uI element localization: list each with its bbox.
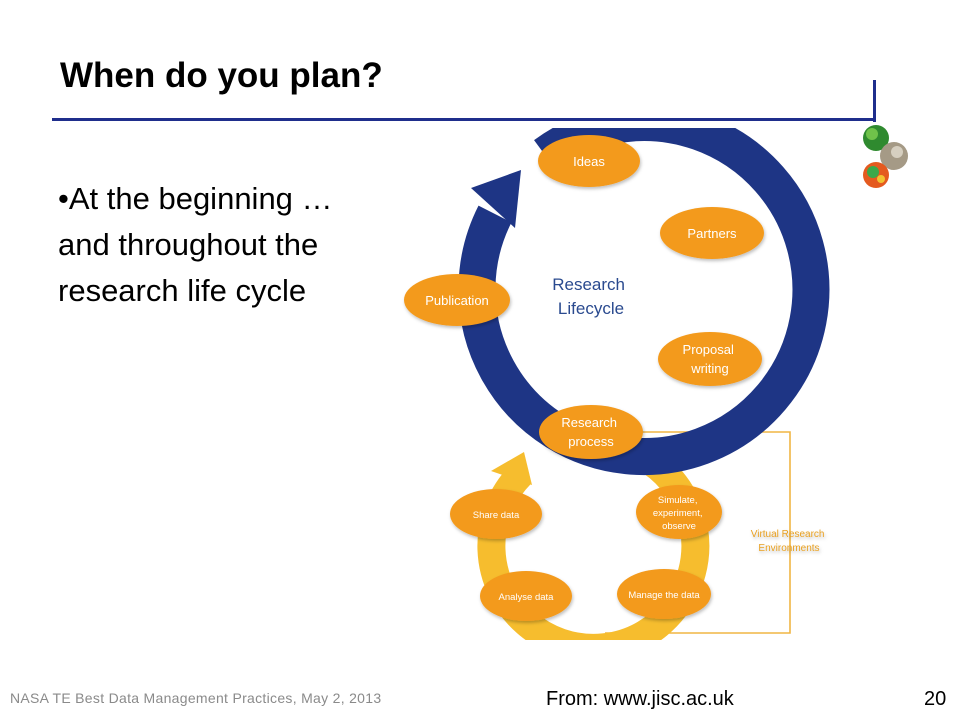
svg-text:Simulate, experiment,: Simulate, experiment, observe xyxy=(653,495,705,532)
node-partners: Partners xyxy=(660,207,764,259)
svg-text:Research process: Research process xyxy=(561,415,620,449)
svg-text:Analyse data: Analyse data xyxy=(499,592,555,603)
outer-cycle-arrowhead xyxy=(471,170,521,228)
vre-label: Virtual Research Environments xyxy=(751,529,828,554)
slide-title: When do you plan? xyxy=(60,56,383,95)
node-ideas: Ideas xyxy=(538,135,640,187)
slide-footer: NASA TE Best Data Management Practices, … xyxy=(10,690,382,706)
title-underline xyxy=(52,118,876,121)
page-number: 20 xyxy=(924,688,947,710)
node-manage-the-data: Manage the data xyxy=(617,569,711,619)
title-rule-vertical xyxy=(873,80,876,122)
svg-text:Manage the data: Manage the data xyxy=(628,590,700,601)
research-lifecycle-diagram: Research Lifecycle Ideas Partners Propos… xyxy=(404,128,830,640)
bullet-line: research life cycle xyxy=(58,273,307,308)
svg-text:Share data: Share data xyxy=(473,510,520,521)
node-share-data: Share data xyxy=(450,489,542,539)
center-label: Research Lifecycle xyxy=(552,275,630,318)
node-publication: Publication xyxy=(404,274,510,326)
bullet-line: and throughout the xyxy=(58,227,319,262)
source-credit: From: www.jisc.ac.uk xyxy=(546,688,734,710)
bullet-line: •At the beginning … xyxy=(58,181,333,216)
svg-text:Publication: Publication xyxy=(425,293,489,308)
node-analyse-data: Analyse data xyxy=(480,571,572,621)
globe-logo-icon xyxy=(863,125,908,188)
bullet-text: •At the beginning … and throughout the r… xyxy=(58,176,418,314)
node-proposal-writing: Proposal writing xyxy=(658,332,762,386)
svg-text:Proposal writing: Proposal writing xyxy=(683,342,738,376)
svg-text:Partners: Partners xyxy=(687,226,737,241)
svg-text:Ideas: Ideas xyxy=(573,154,605,169)
inner-cycle-arrowhead xyxy=(491,452,532,485)
node-research-process: Research process xyxy=(539,405,643,459)
node-simulate-experiment-observe: Simulate, experiment, observe xyxy=(636,485,722,539)
outer-cycle-ring xyxy=(458,128,830,476)
